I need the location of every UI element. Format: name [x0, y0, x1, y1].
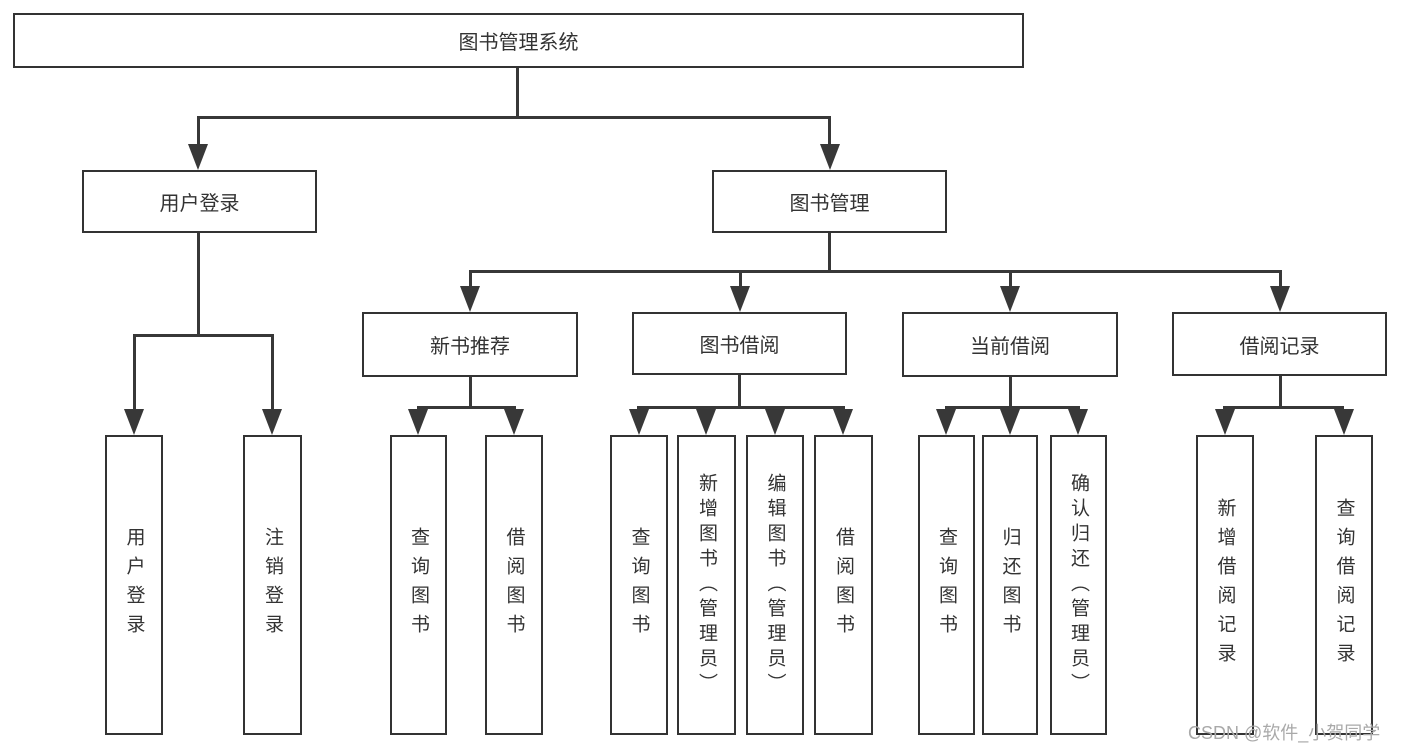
node-book-borrowing: 图书借阅 — [632, 312, 847, 375]
arrow-down-icon — [1068, 409, 1088, 435]
connector-line — [271, 334, 274, 410]
leaf-add-borrow-record-label: 新增借阅记录 — [1214, 498, 1236, 672]
node-current-borrowing: 当前借阅 — [902, 312, 1118, 377]
arrow-down-icon — [833, 409, 853, 435]
arrow-down-icon — [765, 409, 785, 435]
leaf-query-books-recommend: 查询图书 — [390, 435, 447, 735]
connector-line — [197, 116, 200, 146]
node-book-management: 图书管理 — [712, 170, 947, 233]
leaf-add-borrow-record: 新增借阅记录 — [1196, 435, 1254, 735]
connector-line — [1223, 406, 1344, 409]
arrow-down-icon — [408, 409, 428, 435]
connector-line — [133, 334, 274, 337]
connector-line — [945, 406, 1080, 409]
leaf-query-books-recommend-label: 查询图书 — [408, 527, 429, 643]
arrow-down-icon — [730, 286, 750, 312]
leaf-query-books-borrowing: 查询图书 — [610, 435, 668, 735]
node-new-book-recommend-label: 新书推荐 — [430, 336, 510, 358]
arrow-down-icon — [820, 144, 840, 170]
watermark: CSDN @软件_小贺同学 — [1188, 723, 1381, 743]
leaf-confirm-return-admin-label: 确认归还（管理员） — [1068, 472, 1089, 698]
arrow-down-icon — [629, 409, 649, 435]
leaf-query-books-current: 查询图书 — [918, 435, 975, 735]
node-library-system: 图书管理系统 — [13, 13, 1024, 68]
arrow-down-icon — [262, 409, 282, 435]
leaf-user-login: 用户登录 — [105, 435, 163, 735]
leaf-logout: 注销登录 — [243, 435, 302, 735]
connector-line — [469, 377, 472, 408]
arrow-down-icon — [1270, 286, 1290, 312]
arrow-down-icon — [124, 409, 144, 435]
arrow-down-icon — [460, 286, 480, 312]
arrow-down-icon — [1334, 409, 1354, 435]
leaf-edit-books-admin-label: 编辑图书（管理员） — [764, 472, 786, 698]
leaf-borrow-books-borrowing-label: 借阅图书 — [833, 527, 854, 643]
connector-line — [133, 334, 136, 410]
leaf-logout-label: 注销登录 — [262, 527, 283, 643]
leaf-return-books: 归还图书 — [982, 435, 1038, 735]
arrow-down-icon — [1000, 286, 1020, 312]
connector-line — [469, 270, 472, 288]
leaf-query-borrow-record: 查询借阅记录 — [1315, 435, 1373, 735]
connector-line — [637, 406, 845, 409]
connector-line — [739, 270, 742, 288]
leaf-borrow-books-recommend-label: 借阅图书 — [503, 527, 525, 643]
node-book-management-label: 图书管理 — [789, 193, 870, 215]
leaf-borrow-books-recommend: 借阅图书 — [485, 435, 543, 735]
node-book-borrowing-label: 图书借阅 — [699, 335, 780, 357]
arrow-down-icon — [1215, 409, 1235, 435]
arrow-down-icon — [1000, 409, 1020, 435]
connector-line — [197, 116, 831, 119]
connector-line — [197, 233, 200, 336]
connector-line — [417, 406, 516, 409]
connector-line — [1279, 270, 1282, 288]
node-new-book-recommend: 新书推荐 — [362, 312, 578, 377]
leaf-user-login-label: 用户登录 — [123, 527, 145, 643]
node-borrowing-records-label: 借阅记录 — [1239, 335, 1320, 358]
connector-line — [738, 375, 741, 408]
connector-line — [1009, 377, 1012, 408]
leaf-return-books-label: 归还图书 — [999, 527, 1021, 643]
node-borrowing-records: 借阅记录 — [1172, 312, 1387, 376]
leaf-query-books-borrowing-label: 查询图书 — [628, 527, 650, 643]
connector-line — [469, 270, 1281, 273]
leaf-confirm-return-admin: 确认归还（管理员） — [1050, 435, 1107, 735]
connector-line — [828, 116, 831, 146]
leaf-borrow-books-borrowing: 借阅图书 — [814, 435, 873, 735]
arrow-down-icon — [936, 409, 956, 435]
leaf-add-books-admin-label: 新增图书（管理员） — [696, 472, 717, 698]
leaf-edit-books-admin: 编辑图书（管理员） — [746, 435, 804, 735]
connector-line — [828, 233, 831, 273]
node-library-system-label: 图书管理系统 — [458, 32, 579, 54]
connector-line — [1279, 376, 1282, 408]
leaf-add-books-admin: 新增图书（管理员） — [677, 435, 736, 735]
arrow-down-icon — [188, 144, 208, 170]
node-current-borrowing-label: 当前借阅 — [970, 336, 1050, 358]
arrow-down-icon — [504, 409, 524, 435]
node-user-login: 用户登录 — [82, 170, 317, 233]
connector-line — [1009, 270, 1012, 288]
node-user-login-label: 用户登录 — [159, 193, 240, 215]
connector-line — [516, 68, 519, 118]
arrow-down-icon — [696, 409, 716, 435]
leaf-query-books-current-label: 查询图书 — [936, 527, 957, 643]
leaf-query-borrow-record-label: 查询借阅记录 — [1333, 498, 1355, 672]
